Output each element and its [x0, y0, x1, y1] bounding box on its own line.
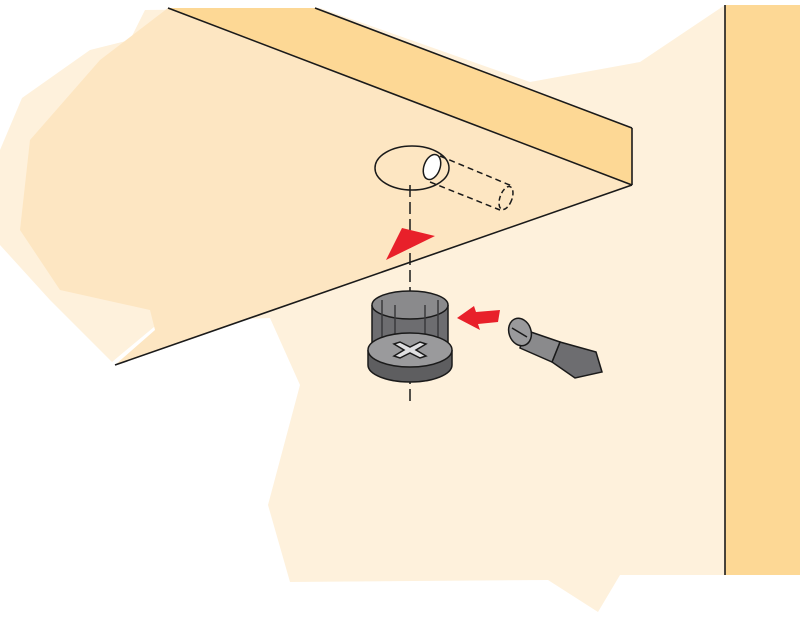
- bolt-channel: [429, 155, 513, 211]
- cross-icon: [392, 341, 428, 359]
- left-arrow: [457, 306, 500, 330]
- shelf-line: [314, 7, 633, 129]
- cam-lock: [367, 290, 453, 383]
- shelf-line: [114, 184, 633, 366]
- connecting-bolt: [507, 317, 603, 379]
- shelf-underside: [20, 8, 632, 365]
- shelf-line: [167, 7, 633, 186]
- bolt-channel-end: [498, 185, 514, 211]
- side-panel: [725, 5, 800, 575]
- bolt-hole: [422, 153, 442, 181]
- cam-hole: [374, 145, 450, 191]
- up-arrow: [386, 228, 435, 260]
